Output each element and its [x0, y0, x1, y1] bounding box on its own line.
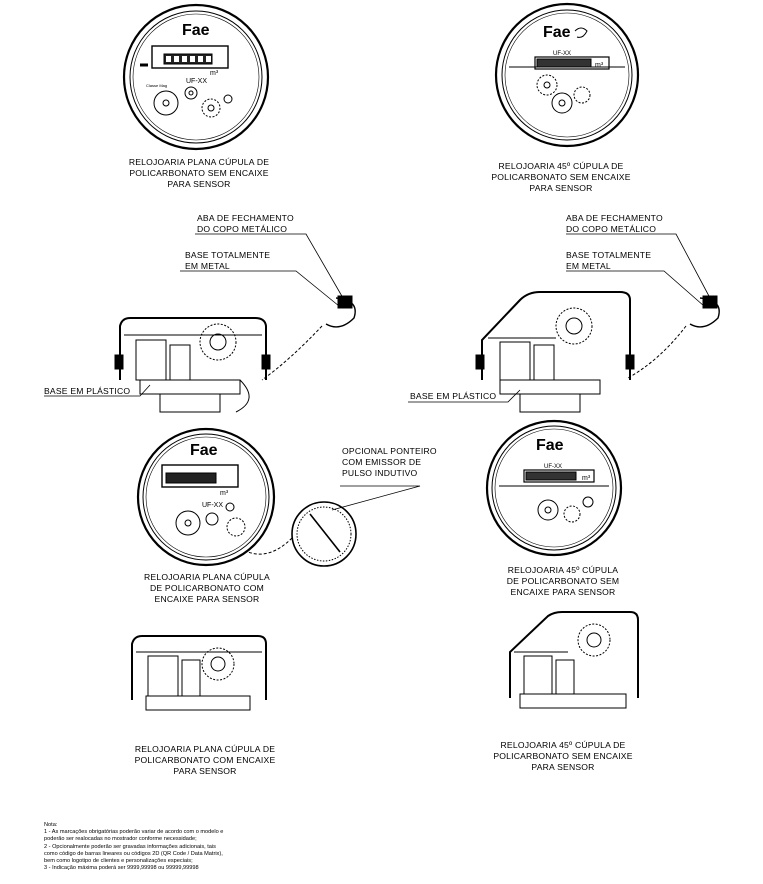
svg-text:UF-XX: UF-XX — [544, 464, 562, 470]
leader-lines-left — [44, 233, 344, 397]
callout-aba-left: ABA DE FECHAMENTO DO COPO METÁLICO — [197, 213, 294, 235]
callout-base-plastic-left: BASE EM PLÁSTICO — [44, 386, 131, 396]
caption-bot-left: RELOJOARIA PLANA CÚPULA DE POLICARBONATO… — [134, 744, 276, 777]
svg-text:Fae: Fae — [190, 442, 218, 459]
callout-base-plastic-right: BASE EM PLÁSTICO — [410, 391, 497, 401]
callout-base-metal-left: BASE TOTALMENTE EM METAL — [185, 250, 271, 272]
callout-aba-right: ABA DE FECHAMENTO DO COPO METÁLICO — [566, 213, 663, 235]
brand-logo: Fae — [543, 24, 571, 41]
class-label: Classe Mag — [146, 83, 167, 88]
svg-text:UF-XX: UF-XX — [553, 51, 571, 57]
meter-face-flat-top: Fae m³ UF-XX Classe Mag — [122, 3, 270, 151]
model-label: UF-XX — [186, 78, 207, 85]
section-45-bottom — [509, 611, 639, 709]
callout-sensor: OPCIONAL PONTEIRO COM EMISSOR DE PULSO I… — [342, 446, 437, 479]
section-45-with-base — [475, 291, 720, 413]
unit-label: m³ — [210, 70, 219, 77]
svg-text:Fae: Fae — [536, 437, 564, 454]
section-flat-with-base — [114, 295, 356, 413]
section-flat-bottom — [131, 635, 267, 711]
caption-mid-right: RELOJOARIA 45º CÚPULA DE POLICARBONATO S… — [506, 565, 620, 598]
svg-text:m³: m³ — [582, 475, 591, 482]
callout-base-metal-right: BASE TOTALMENTE EM METAL — [566, 250, 652, 272]
caption-mid-left: RELOJOARIA PLANA CÚPULA DE POLICARBONATO… — [144, 572, 270, 605]
svg-text:m³: m³ — [220, 490, 229, 497]
caption-top-right: RELOJOARIA 45º CÚPULA DE POLICARBONATO S… — [491, 161, 631, 194]
meter-face-45-mid: Fae UF-XX m³ — [485, 419, 623, 557]
brand-logo: Fae — [182, 22, 210, 39]
inductive-sensor-pointer — [247, 485, 421, 567]
caption-top-left: RELOJOARIA PLANA CÚPULA DE POLICARBONATO… — [128, 157, 270, 190]
meter-face-flat-sensor: Fae m³ UF-XX — [136, 427, 276, 567]
meter-face-45-top: Fae UF-XX m³ — [494, 2, 640, 148]
leader-lines-right — [408, 233, 711, 403]
caption-bot-right: RELOJOARIA 45º CÚPULA DE POLICARBONATO S… — [493, 740, 633, 773]
svg-text:UF-XX: UF-XX — [202, 502, 223, 509]
svg-text:m³: m³ — [595, 62, 604, 69]
notes: Nota: 1 - As marcações obrigatórias pode… — [44, 822, 224, 872]
